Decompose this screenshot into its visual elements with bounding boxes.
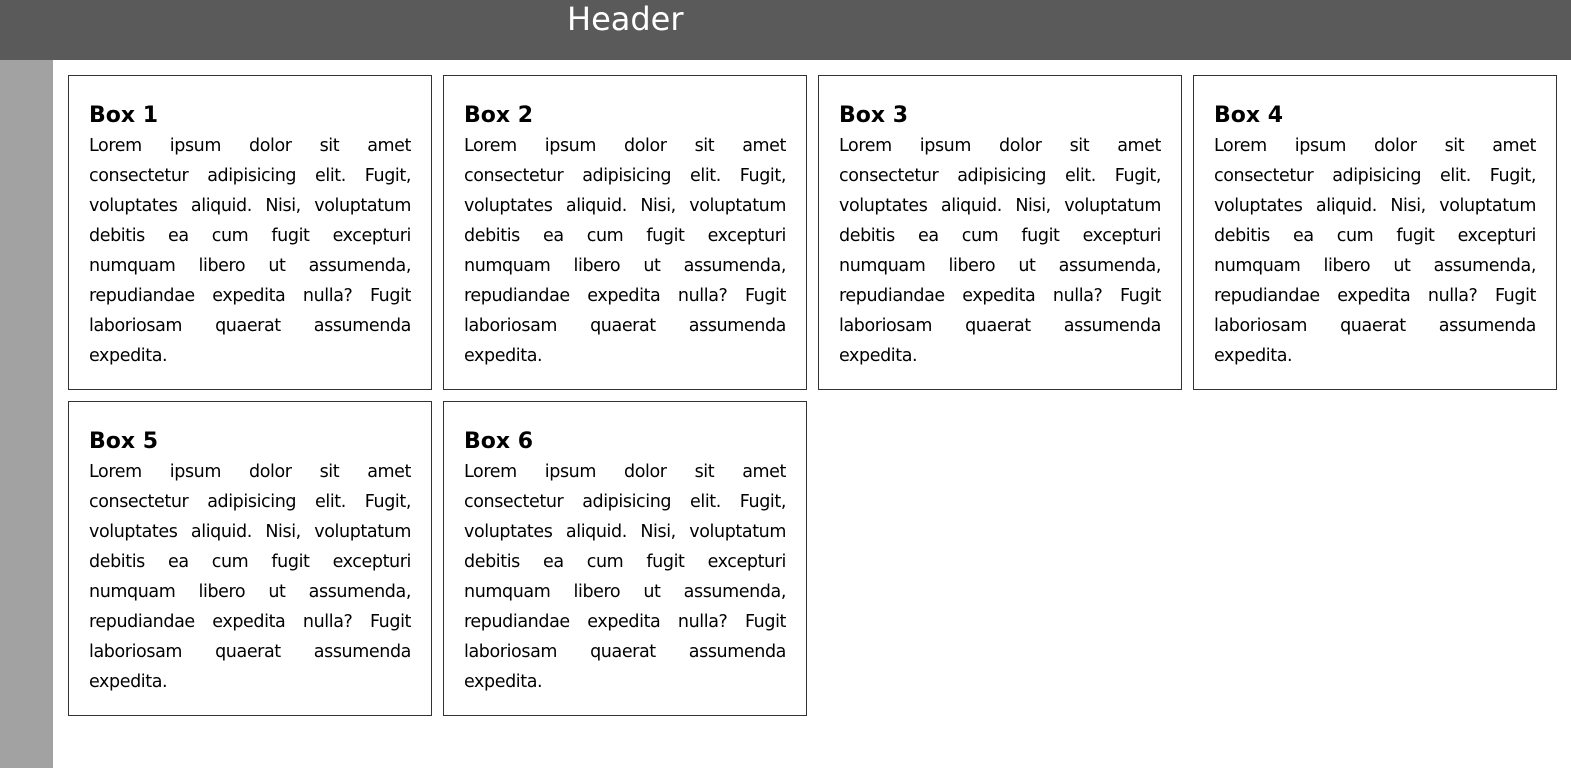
content-box: Box 2 Lorem ipsum dolor sit amet consect…: [443, 75, 807, 390]
box-text: Lorem ipsum dolor sit amet consectetur a…: [839, 136, 1161, 366]
box-title: Box 6: [464, 429, 534, 454]
page-header: Header: [0, 0, 1571, 60]
box-text: Lorem ipsum dolor sit amet consectetur a…: [464, 136, 786, 366]
content-box: Box 1 Lorem ipsum dolor sit amet consect…: [68, 75, 432, 390]
sidebar: [0, 60, 53, 768]
content-box: Box 4 Lorem ipsum dolor sit amet consect…: [1193, 75, 1557, 390]
content-box: Box 5 Lorem ipsum dolor sit amet consect…: [68, 401, 432, 716]
content-box: Box 3 Lorem ipsum dolor sit amet consect…: [818, 75, 1182, 390]
box-title: Box 5: [89, 429, 159, 454]
box-title: Box 2: [464, 103, 534, 128]
content-box: Box 6 Lorem ipsum dolor sit amet consect…: [443, 401, 807, 716]
header-title: Header: [567, 0, 684, 38]
box-text: Lorem ipsum dolor sit amet consectetur a…: [89, 462, 411, 692]
box-title: Box 1: [89, 103, 159, 128]
box-text: Lorem ipsum dolor sit amet consectetur a…: [1214, 136, 1536, 366]
box-title: Box 4: [1214, 103, 1284, 128]
box-text: Lorem ipsum dolor sit amet consectetur a…: [464, 462, 786, 692]
box-title: Box 3: [839, 103, 909, 128]
box-text: Lorem ipsum dolor sit amet consectetur a…: [89, 136, 411, 366]
